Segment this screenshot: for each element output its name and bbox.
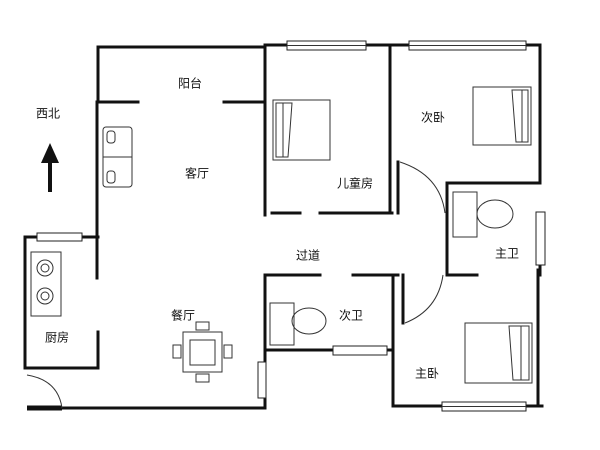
- north-arrow-icon: [41, 143, 59, 192]
- windows: [36, 40, 546, 412]
- room-label-master-bedroom: 主卧: [414, 366, 440, 381]
- room-label-dining-room: 餐厅: [170, 308, 196, 323]
- room-label-kitchen: 厨房: [44, 330, 70, 345]
- room-label-living-room: 客厅: [184, 166, 210, 181]
- room-label-second-bathroom: 次卫: [338, 308, 364, 323]
- walls: [23, 43, 544, 411]
- sofa: [102, 126, 133, 188]
- room-label-master-bathroom: 主卫: [494, 246, 520, 261]
- bed-master-bedroom: [464, 322, 533, 384]
- doors: [26, 161, 446, 409]
- toilet-master-bathroom: [452, 191, 514, 238]
- room-label-balcony: 阳台: [177, 76, 203, 91]
- toilet-second-bathroom: [269, 302, 327, 346]
- compass-label: 西北: [35, 106, 61, 121]
- dining-table: [172, 321, 233, 383]
- stove: [30, 251, 62, 317]
- room-label-children-room: 儿童房: [336, 176, 374, 191]
- room-label-second-bedroom: 次卧: [420, 110, 446, 125]
- bed-children-room: [272, 99, 331, 161]
- room-label-corridor: 过道: [295, 248, 321, 263]
- bed-second-bedroom: [472, 86, 532, 146]
